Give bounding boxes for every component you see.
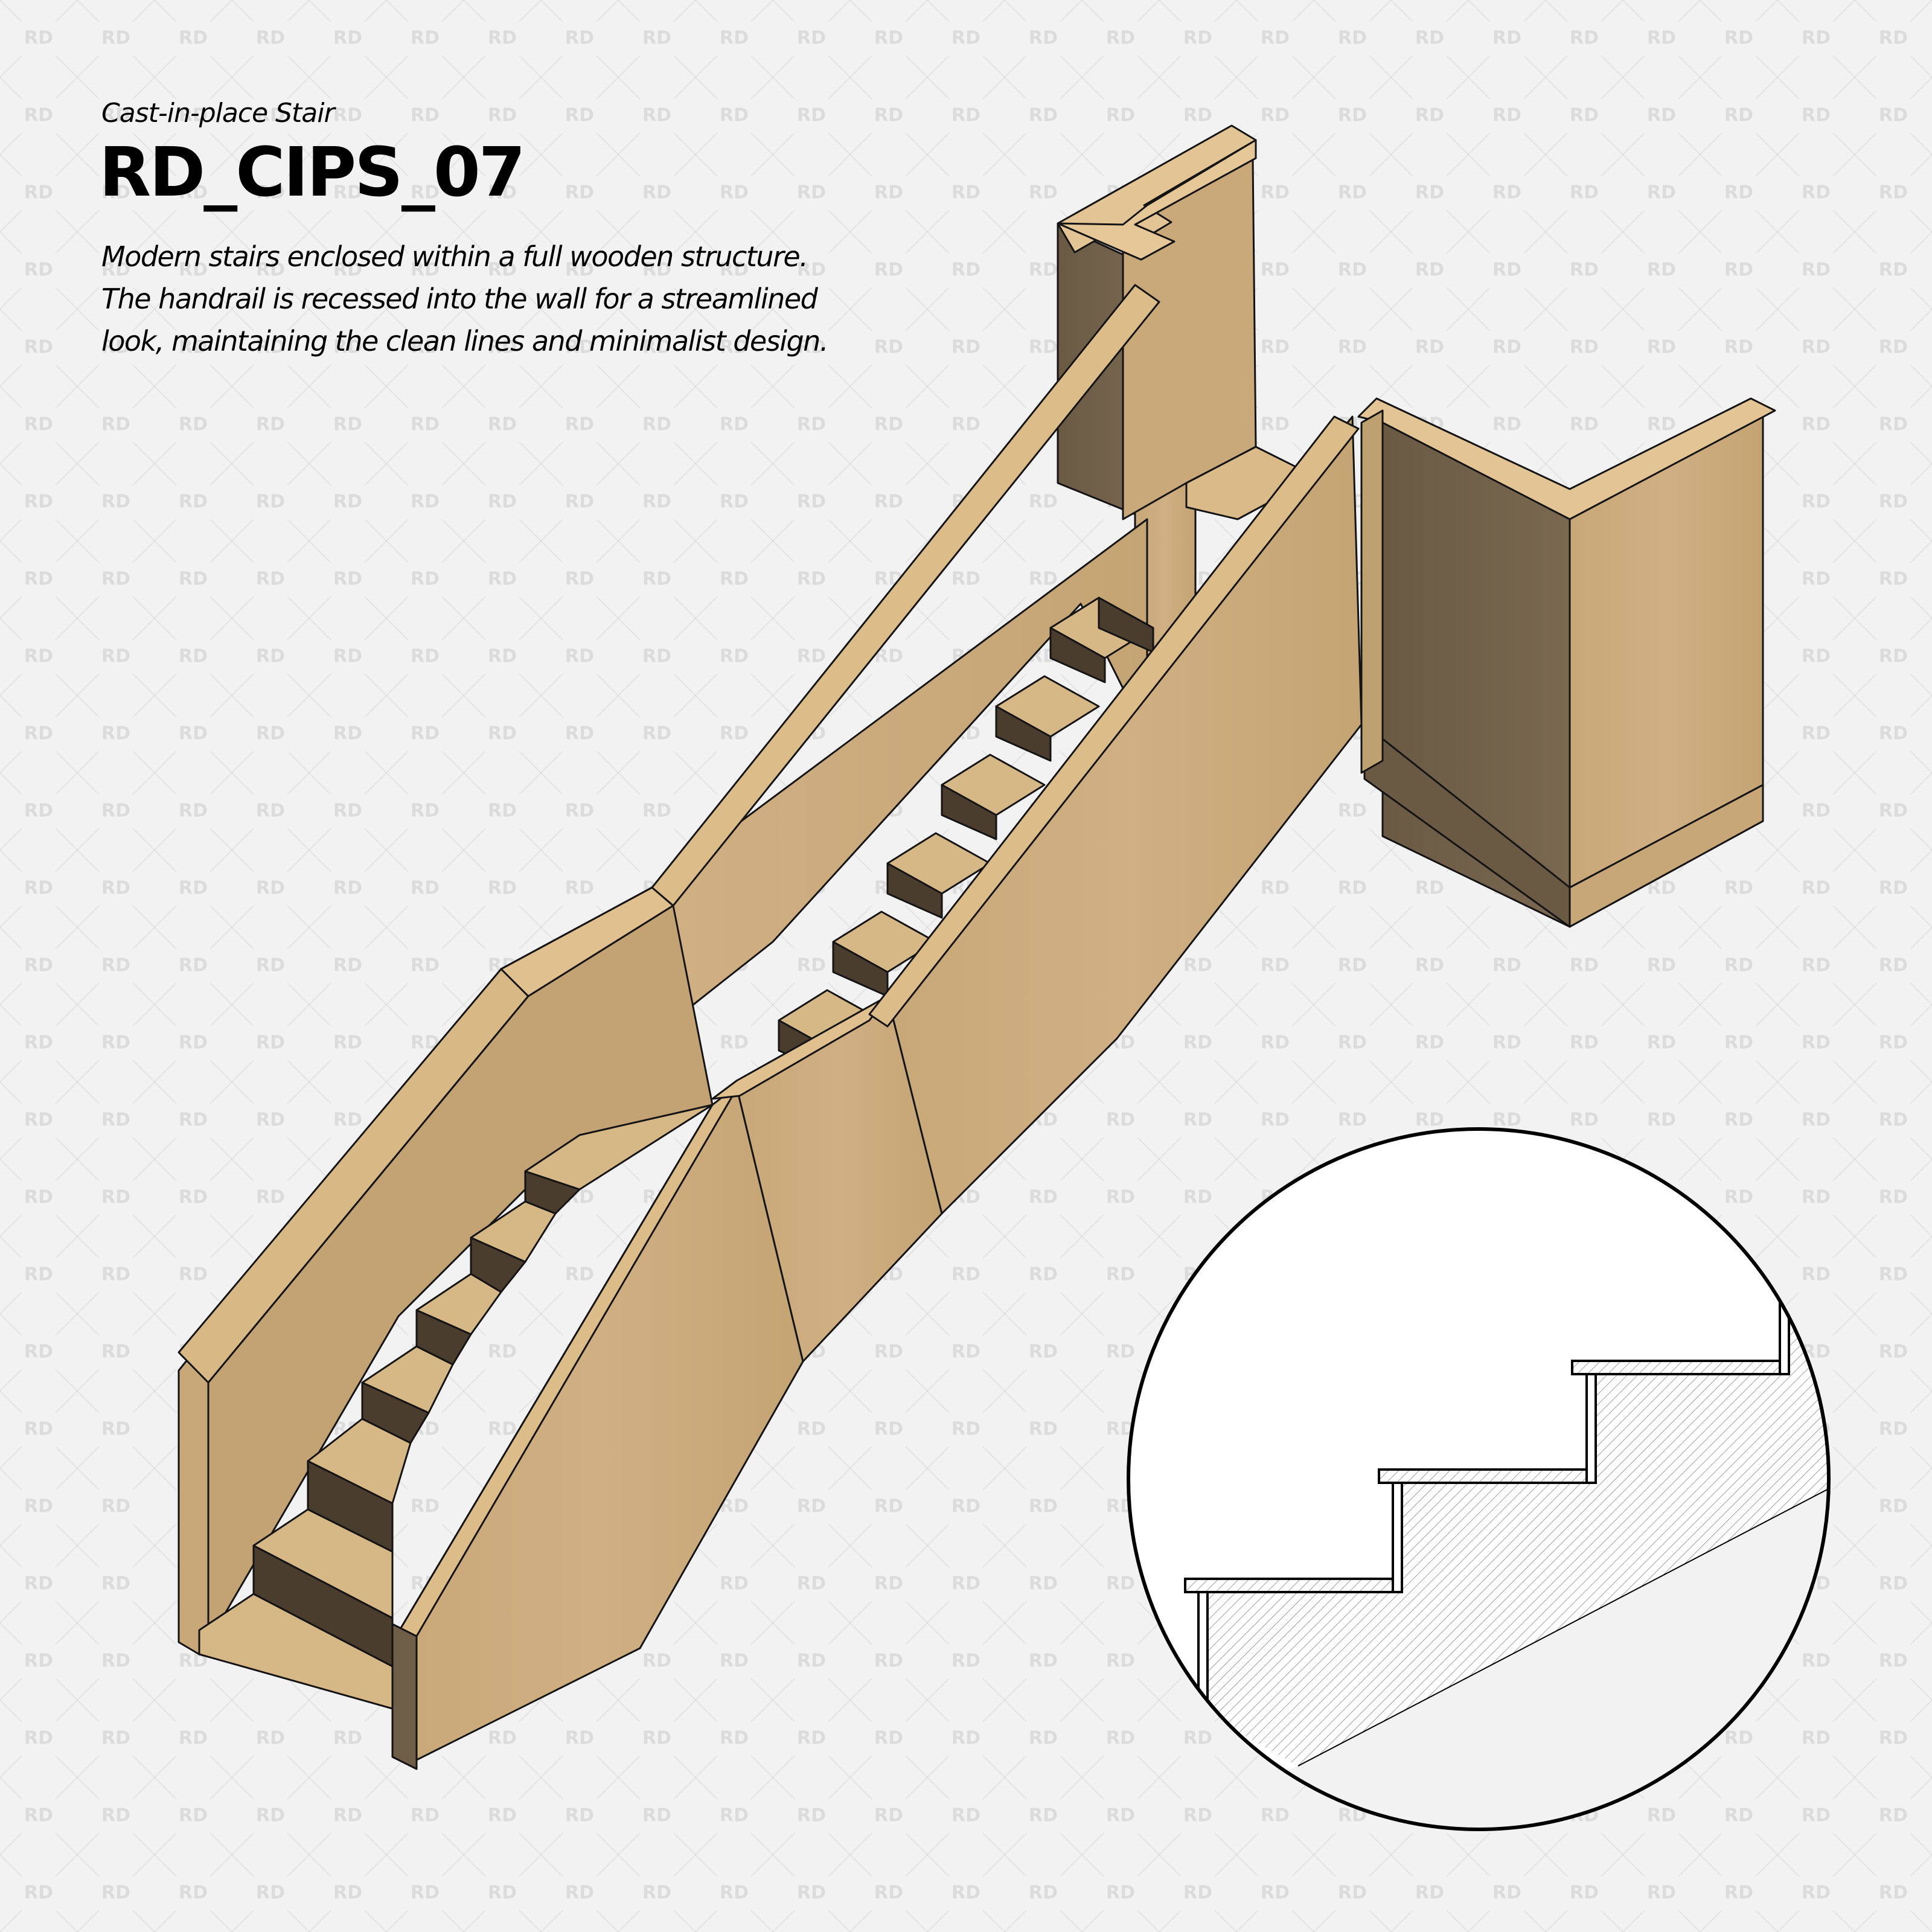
handrail-top-middle xyxy=(651,284,1160,907)
lower-flight-steps xyxy=(198,1104,714,1710)
riser-2 xyxy=(1392,1482,1403,1593)
section-detail xyxy=(1127,1127,1831,1831)
riser-3 xyxy=(1585,1373,1597,1484)
upper-front-wall-cap xyxy=(868,415,1360,1028)
right-block-thin-post xyxy=(1360,409,1384,774)
lower-front-post xyxy=(391,1623,418,1770)
slab-soffit-line xyxy=(1297,1485,1829,1767)
upper-cap-top xyxy=(1057,124,1257,254)
below-slab-area xyxy=(1128,1485,1829,1829)
tread-3 xyxy=(1571,1360,1790,1375)
upper-cap-top-2 xyxy=(1057,139,1257,261)
tread-1 xyxy=(1184,1578,1403,1593)
stair-3d-model xyxy=(178,124,1776,1770)
concrete-hatch xyxy=(1208,1290,1829,1766)
right-block-cap xyxy=(1357,397,1776,520)
riser-1 xyxy=(1197,1591,1209,1726)
product-category: Cast-in-place Stair xyxy=(101,98,335,129)
product-description: Modern stairs enclosed within a full woo… xyxy=(101,240,828,357)
header-block: Cast-in-place Stair RD_CIPS_07 Modern st… xyxy=(99,97,886,362)
tread-2 xyxy=(1378,1468,1597,1484)
product-code-title: RD_CIPS_07 xyxy=(99,133,526,212)
detail-circle-outline xyxy=(1127,1127,1831,1831)
riser-4 xyxy=(1779,1267,1790,1375)
